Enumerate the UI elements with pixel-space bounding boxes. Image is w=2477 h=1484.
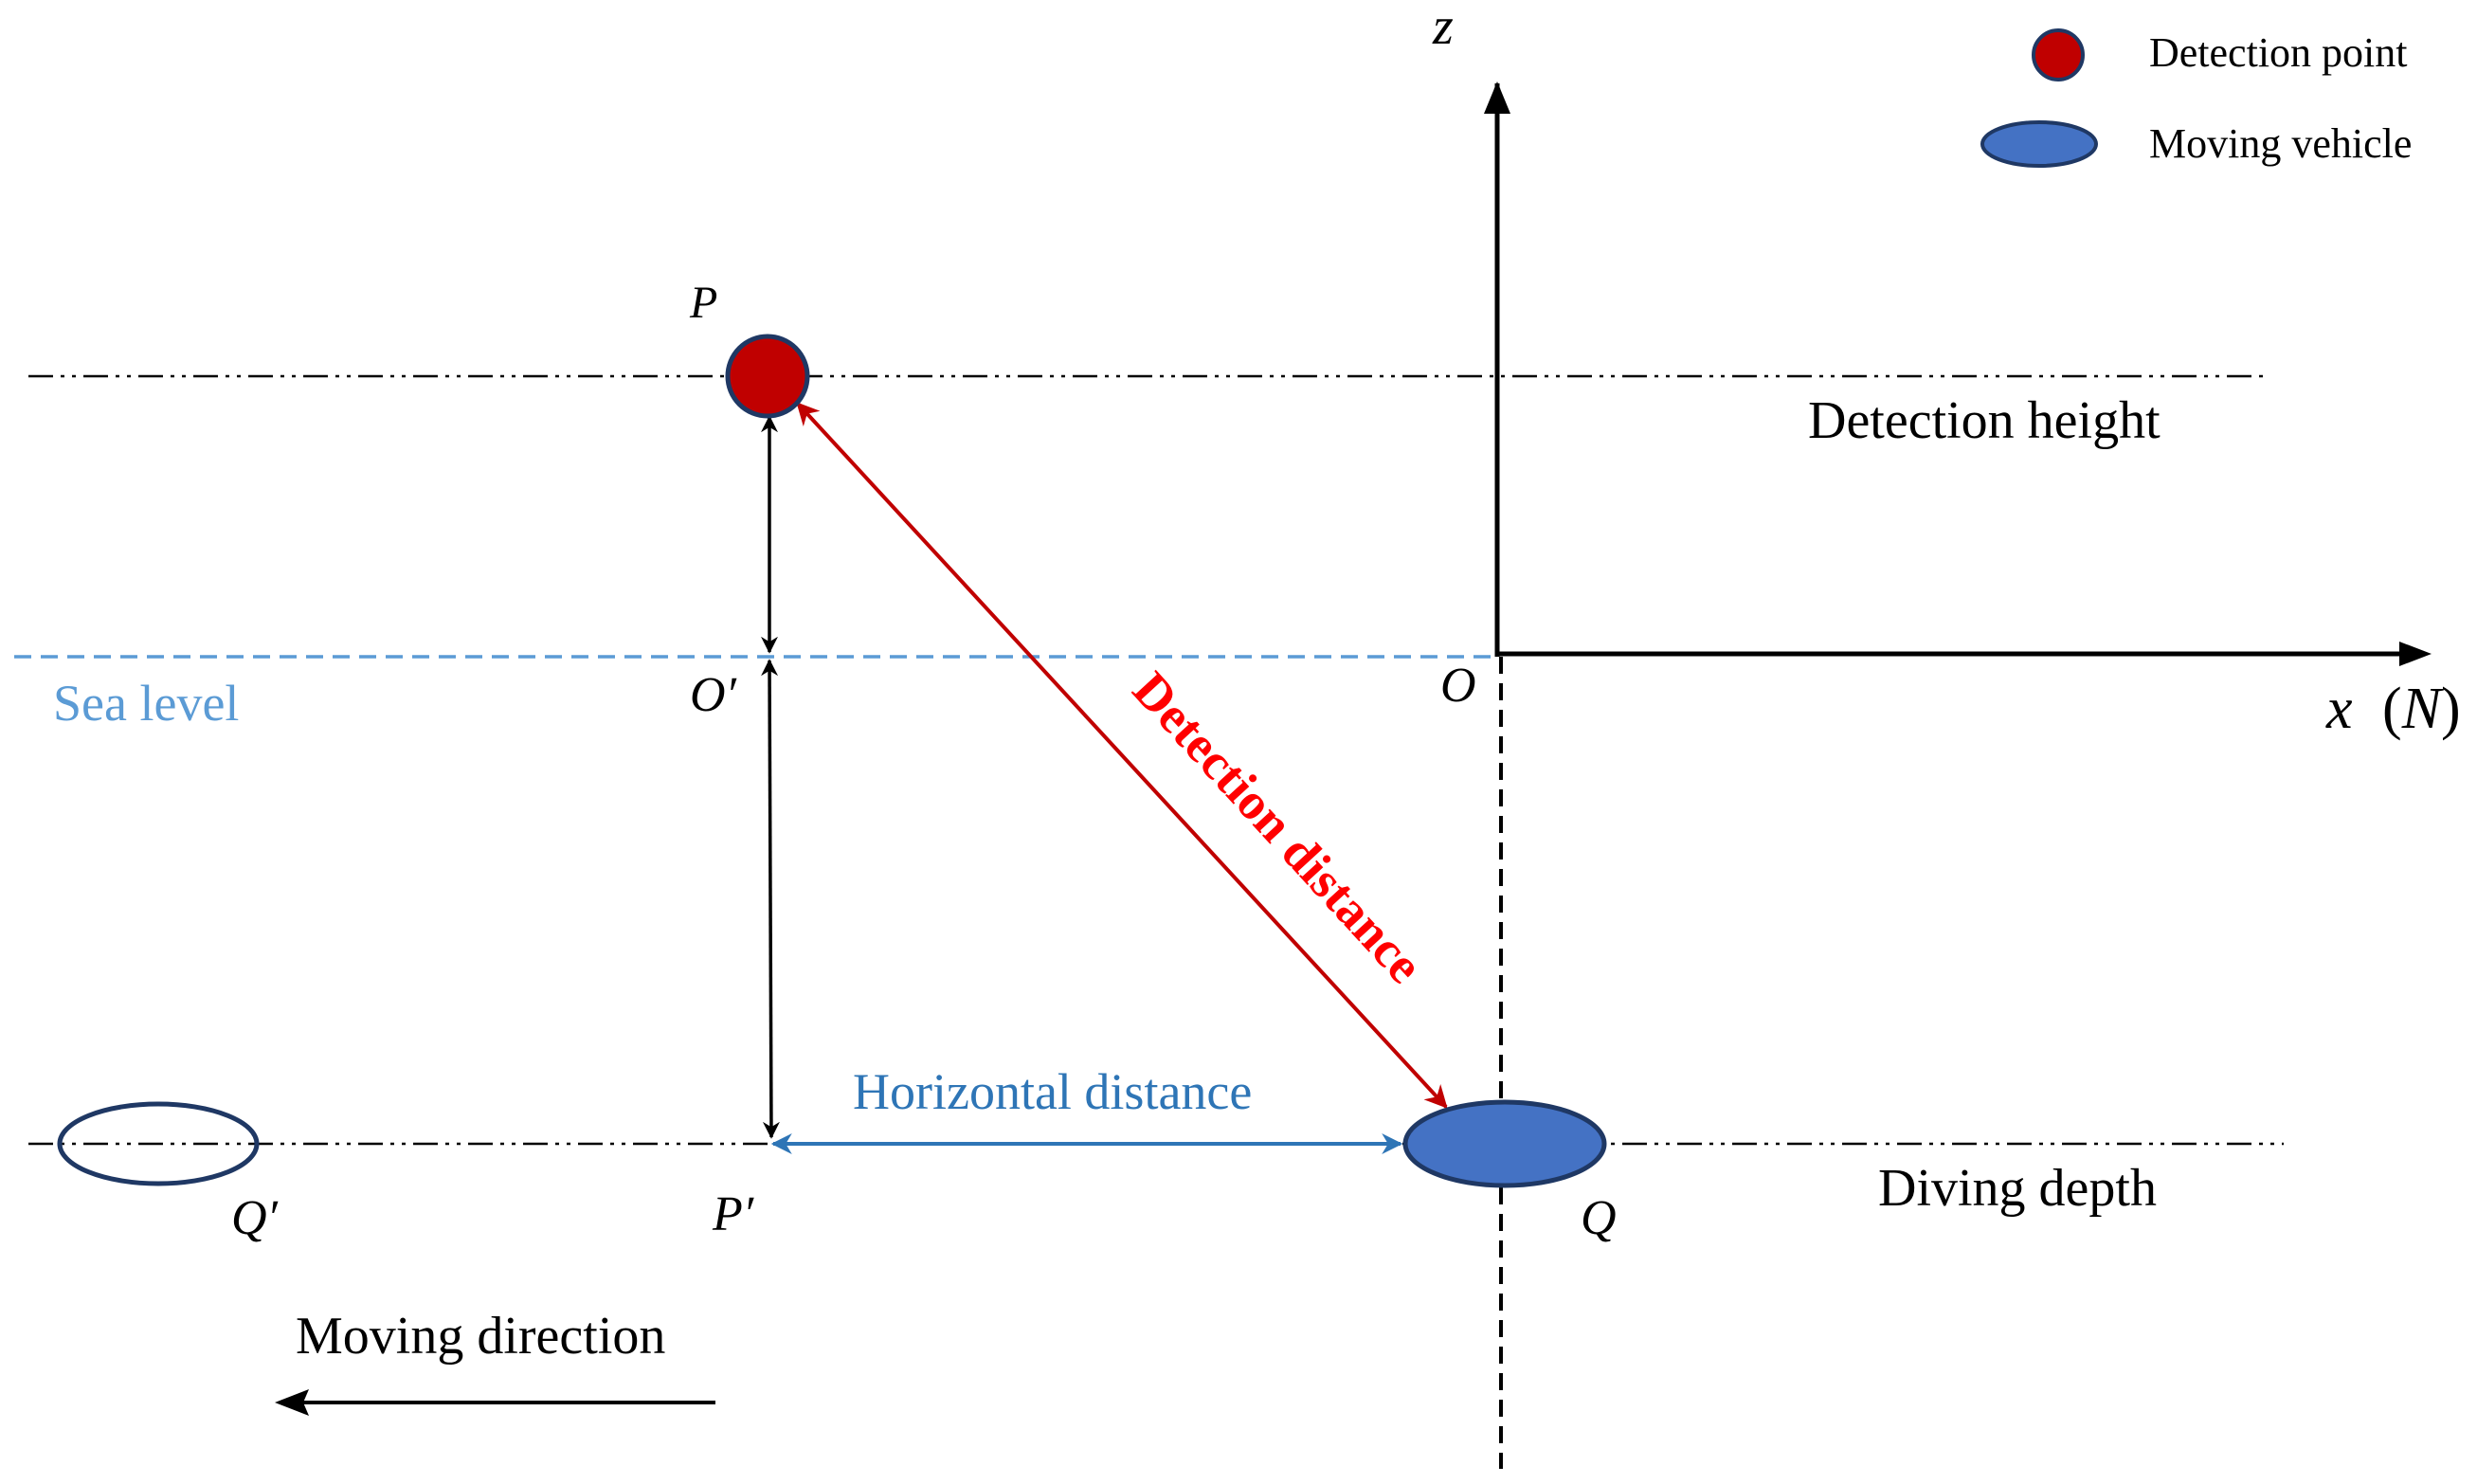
horizontal-distance-label: Horizontal distance: [853, 1063, 1252, 1120]
moving-direction-label: Moving direction: [296, 1307, 665, 1366]
z-axis-label: z: [1432, 0, 1454, 56]
legend-moving-vehicle-label: Moving vehicle: [2149, 120, 2412, 167]
legend: Detection point Moving vehicle: [1980, 28, 2412, 168]
moving-direction-arrowhead: [275, 1389, 309, 1416]
point-q-prime-label: Q′: [231, 1191, 280, 1245]
z-axis-arrowhead: [1484, 81, 1510, 114]
point-q-label: Q: [1581, 1191, 1617, 1245]
point-p-prime-label: P′: [712, 1187, 755, 1241]
vehicle-q: [1402, 1099, 1607, 1188]
detection-distance-arrow: [796, 402, 1448, 1109]
detection-height-label: Detection height: [1808, 391, 2161, 450]
detection-distance-label: Detection distance: [1122, 661, 1434, 994]
legend-moving-vehicle-icon: [1980, 120, 2098, 168]
sea-level-label: Sea level: [53, 675, 239, 732]
diving-depth-label: Diving depth: [1878, 1159, 2157, 1218]
x-axis-label: x (N): [2325, 677, 2461, 741]
depth-arrow: [761, 659, 780, 1139]
legend-detection-point-icon: [2032, 28, 2085, 81]
point-p-label: P: [689, 278, 717, 328]
vehicle-q-prime: [57, 1101, 260, 1186]
legend-detection-point-label: Detection point: [2149, 29, 2408, 76]
detection-point-p: [725, 334, 810, 419]
origin-prime-label: O′: [690, 668, 738, 722]
origin-label: O: [1440, 659, 1476, 713]
x-axis-arrowhead: [2399, 642, 2432, 666]
